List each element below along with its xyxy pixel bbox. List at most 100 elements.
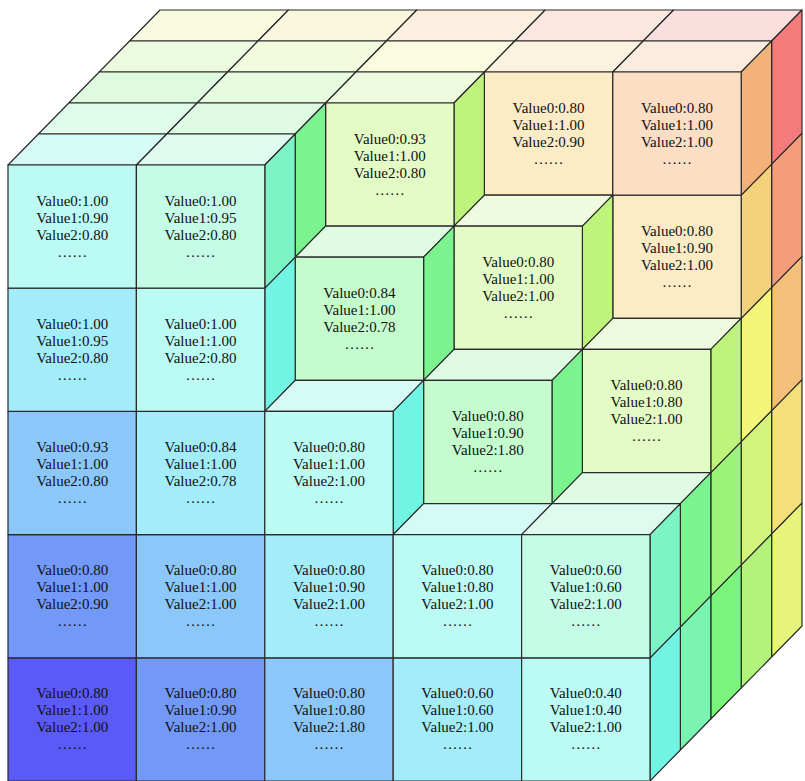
cube-face-box: Value0:0.80Value1:0.80Value2:1.80……	[265, 658, 393, 781]
value-text: ……	[503, 305, 533, 322]
value-text: Value0:0.80	[641, 100, 713, 117]
value-text: Value2:1.00	[550, 719, 622, 736]
value-list: Value0:1.00Value1:0.95Value2:0.80……	[165, 193, 237, 261]
cube-front-face	[393, 658, 521, 781]
value-text: Value1:0.90	[452, 425, 524, 442]
value-text: Value2:1.00	[293, 596, 365, 613]
cube-side-face	[680, 473, 710, 627]
value-text: ……	[314, 490, 344, 507]
cube-front-face	[136, 658, 264, 781]
value-text: Value2:1.00	[550, 596, 622, 613]
cube-front-face	[295, 257, 423, 380]
value-text: Value1:0.95	[165, 210, 237, 227]
value-text: Value0:0.80	[293, 439, 365, 456]
value-text: Value0:0.80	[36, 562, 108, 579]
value-text: Value2:1.00	[293, 473, 365, 490]
value-text: Value0:0.84	[323, 285, 395, 302]
cube-front-face	[136, 535, 264, 658]
cube-face-box: Value0:0.80Value1:0.90Value2:1.80……	[424, 380, 552, 503]
value-text: Value2:0.80	[36, 473, 108, 490]
cube-face-box: Value0:0.80Value1:0.90Value2:1.00……	[136, 658, 264, 781]
cube-face-box: Value0:0.80Value1:0.80Value2:1.00……	[393, 535, 521, 658]
value-list: Value0:0.80Value1:1.00Value2:0.90……	[36, 562, 108, 630]
value-list: Value0:1.00Value1:1.00Value2:0.80……	[165, 316, 237, 384]
cube-front-face	[582, 349, 710, 472]
cube-front-face	[136, 411, 264, 534]
value-text: Value0:0.80	[513, 100, 585, 117]
value-text: Value1:0.90	[293, 579, 365, 596]
value-text: ……	[662, 274, 692, 291]
value-text: Value0:0.60	[421, 685, 493, 702]
value-text: Value2:0.90	[513, 134, 585, 151]
cube-face-box: Value0:1.00Value1:1.00Value2:0.80……	[136, 288, 264, 411]
value-text: Value0:0.84	[165, 439, 237, 456]
cube-face-box: Value0:0.80Value1:1.00Value2:0.90……	[8, 535, 136, 658]
value-text: Value1:0.80	[421, 579, 493, 596]
value-text: Value0:0.40	[550, 685, 622, 702]
value-list: Value0:0.80Value1:0.90Value2:1.00……	[165, 685, 237, 753]
value-text: Value2:0.80	[36, 350, 108, 367]
value-text: Value1:0.80	[293, 702, 365, 719]
value-text: Value0:0.80	[421, 562, 493, 579]
value-text: Value2:1.00	[165, 719, 237, 736]
cube-front-face	[326, 103, 454, 226]
value-text: Value1:1.00	[165, 579, 237, 596]
value-list: Value0:0.80Value1:1.00Value2:1.00……	[165, 562, 237, 630]
value-list: Value0:0.80Value1:1.00Value2:0.90……	[513, 100, 585, 168]
value-text: Value1:0.60	[550, 579, 622, 596]
cube-front-face	[8, 535, 136, 658]
value-text: ……	[632, 428, 662, 445]
cube-face-box: Value0:0.84Value1:1.00Value2:0.78……	[136, 411, 264, 534]
value-text: ……	[534, 151, 564, 168]
cube-face-box: Value0:1.00Value1:0.95Value2:0.80……	[136, 165, 264, 288]
value-text: Value0:0.80	[293, 562, 365, 579]
value-text: ……	[662, 151, 692, 168]
value-text: Value1:1.00	[165, 333, 237, 350]
value-text: Value2:1.80	[293, 719, 365, 736]
value-list: Value0:0.80Value1:1.00Value2:1.00……	[293, 439, 365, 507]
value-text: Value2:0.78	[165, 473, 237, 490]
value-text: Value0:0.80	[165, 562, 237, 579]
value-list: Value0:0.60Value1:0.60Value2:1.00……	[421, 685, 493, 753]
value-text: Value0:1.00	[36, 316, 108, 333]
value-list: Value0:0.80Value1:0.90Value2:1.00……	[293, 562, 365, 630]
value-text: Value1:0.60	[421, 702, 493, 719]
value-text: ……	[344, 336, 374, 353]
cube-face-box: Value0:0.93Value1:1.00Value2:0.80……	[326, 103, 454, 226]
cube-side-face	[650, 504, 680, 658]
cube-front-face	[8, 288, 136, 411]
value-text: Value1:1.00	[482, 271, 554, 288]
value-text: Value0:0.80	[452, 408, 524, 425]
cube-front-face	[265, 411, 393, 534]
cube-face-box: Value0:0.80Value1:0.90Value2:1.00……	[265, 535, 393, 658]
cube-face-box: Value0:0.93Value1:1.00Value2:0.80……	[8, 411, 136, 534]
cube-side-face	[711, 318, 741, 472]
cube-face-box: Value0:0.80Value1:1.00Value2:1.00……	[613, 72, 741, 195]
value-text: ……	[442, 613, 472, 630]
value-text: ……	[57, 736, 87, 753]
cube-face-box: Value0:0.80Value1:1.00Value2:1.00……	[454, 226, 582, 349]
value-list: Value0:0.80Value1:0.80Value2:1.00……	[421, 562, 493, 630]
cube-front-face	[424, 380, 552, 503]
value-text: Value0:0.80	[611, 377, 683, 394]
value-text: ……	[375, 182, 405, 199]
cube-face-box: Value0:0.80Value1:1.00Value2:1.00……	[265, 411, 393, 534]
value-text: ……	[186, 613, 216, 630]
value-text: ……	[571, 736, 601, 753]
value-text: Value0:0.80	[36, 685, 108, 702]
cube-front-face	[8, 165, 136, 288]
cube-front-face	[613, 195, 741, 318]
cube-face-box: Value0:0.80Value1:0.90Value2:1.00……	[613, 195, 741, 318]
value-text: Value1:1.00	[36, 702, 108, 719]
value-text: ……	[57, 490, 87, 507]
value-list: Value0:0.80Value1:0.90Value2:1.80……	[452, 408, 524, 476]
cube-front-face	[136, 165, 264, 288]
value-list: Value0:0.80Value1:0.80Value2:1.00……	[611, 377, 683, 445]
value-list: Value0:0.40Value1:0.40Value2:1.00……	[550, 685, 622, 753]
cube-side-face	[265, 134, 295, 288]
value-text: ……	[57, 244, 87, 261]
value-text: Value2:1.00	[641, 257, 713, 274]
value-list: Value0:1.00Value1:0.95Value2:0.80……	[36, 316, 108, 384]
value-text: Value1:1.00	[323, 302, 395, 319]
cube-face-box: Value0:0.80Value1:0.80Value2:1.00……	[582, 349, 710, 472]
